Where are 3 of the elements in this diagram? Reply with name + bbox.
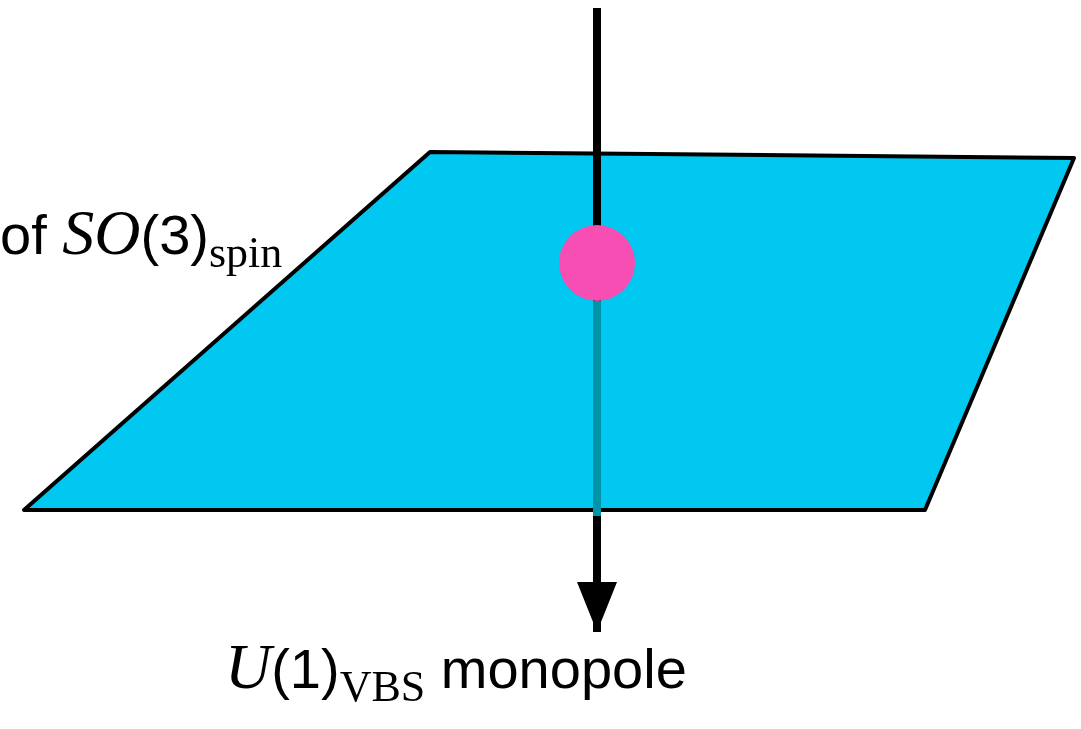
symmetry-label: of SO(3)$_{spin}$ [0,198,283,278]
monopole-label: U(1)$_{VBS}$ monopole [225,632,687,712]
arrow [577,8,617,632]
